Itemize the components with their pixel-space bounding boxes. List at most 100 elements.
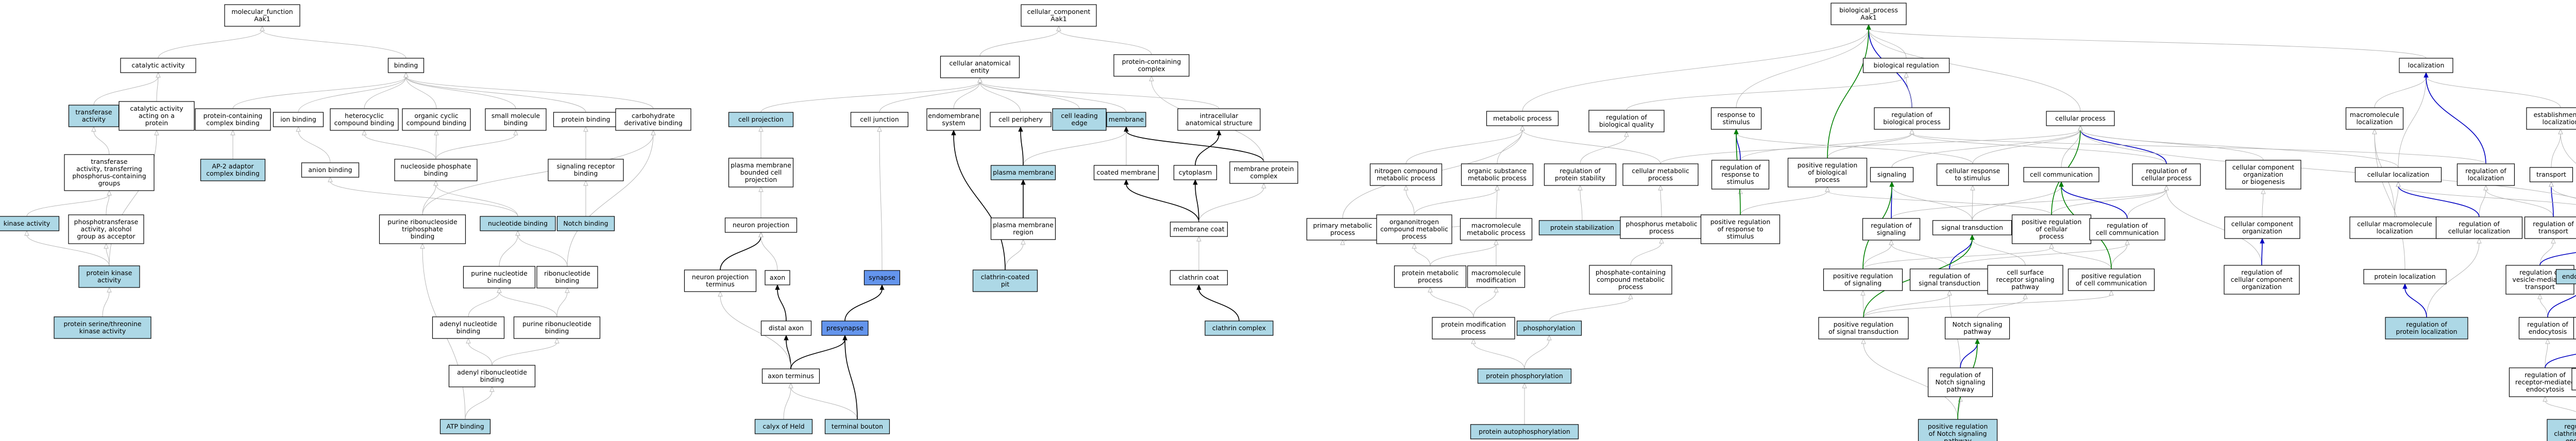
go-term-node[interactable]: membrane coat [1170,222,1228,237]
go-term-node[interactable]: phosphorylation [1516,320,1582,336]
go-term-node[interactable]: endocytosis [2555,269,2576,284]
go-term-node[interactable]: regulation ofclathrin-dependentendocytos… [2547,419,2576,441]
go-term-node[interactable]: axon terminus [761,368,820,384]
go-term-node[interactable]: synapse [863,270,901,285]
go-term-node[interactable]: cellular localization [2354,167,2442,182]
go-term-node[interactable]: cell communication [2023,167,2099,182]
go-term-node[interactable]: protein binding [553,112,619,127]
go-term-node[interactable]: signal transduction [1932,220,2012,235]
go-term-node[interactable]: protein localization [2363,269,2447,284]
go-term-node[interactable]: regulation ofreceptor-mediatedendocytosi… [2509,367,2576,397]
go-term-node[interactable]: signaling [1870,167,1914,182]
go-term-node[interactable]: terminal bouton [824,419,890,434]
go-term-node[interactable]: kinase activity [0,216,60,231]
go-term-node[interactable]: clathrin-dependentendocytosis [2571,368,2576,391]
go-term-node[interactable]: anion binding [301,162,360,178]
go-term-node[interactable]: protein phosphorylation [1477,368,1572,384]
go-term-node[interactable]: membrane [1106,112,1146,127]
go-term-node[interactable]: distal axon [760,320,812,336]
go-term-node[interactable]: catalytic activity [120,58,196,73]
go-term-node[interactable]: clathrin complex [1205,320,1274,336]
go-term-node[interactable]: plasma membrane [990,165,1056,180]
go-term-node[interactable]: cytoplasm [1173,165,1217,180]
go-term-node[interactable]: transport [2529,167,2573,182]
go-term-node[interactable]: Notch binding [556,216,615,231]
go-term-node[interactable]: cell projection [728,112,794,127]
go-term-node[interactable]: coated membrane [1093,165,1159,180]
go-term-node[interactable]: ion binding [273,112,324,127]
go-term-node[interactable]: clathrin coat [1170,270,1228,285]
go-term-node[interactable]: nucleotide binding [480,216,556,231]
go-term-node[interactable]: protein stabilization [1538,220,1626,235]
go-term-node[interactable]: protein autophosphorylation [1470,424,1579,439]
go-term-node[interactable]: calyx of Held [754,419,813,434]
go-term-node[interactable]: cellular process [2046,111,2115,126]
go-term-node[interactable]: metabolic process [1486,111,1559,126]
go-term-node[interactable]: neuron projection [724,217,798,233]
go-term-node[interactable]: binding [387,58,425,73]
go-term-node[interactable]: axon [765,270,790,285]
